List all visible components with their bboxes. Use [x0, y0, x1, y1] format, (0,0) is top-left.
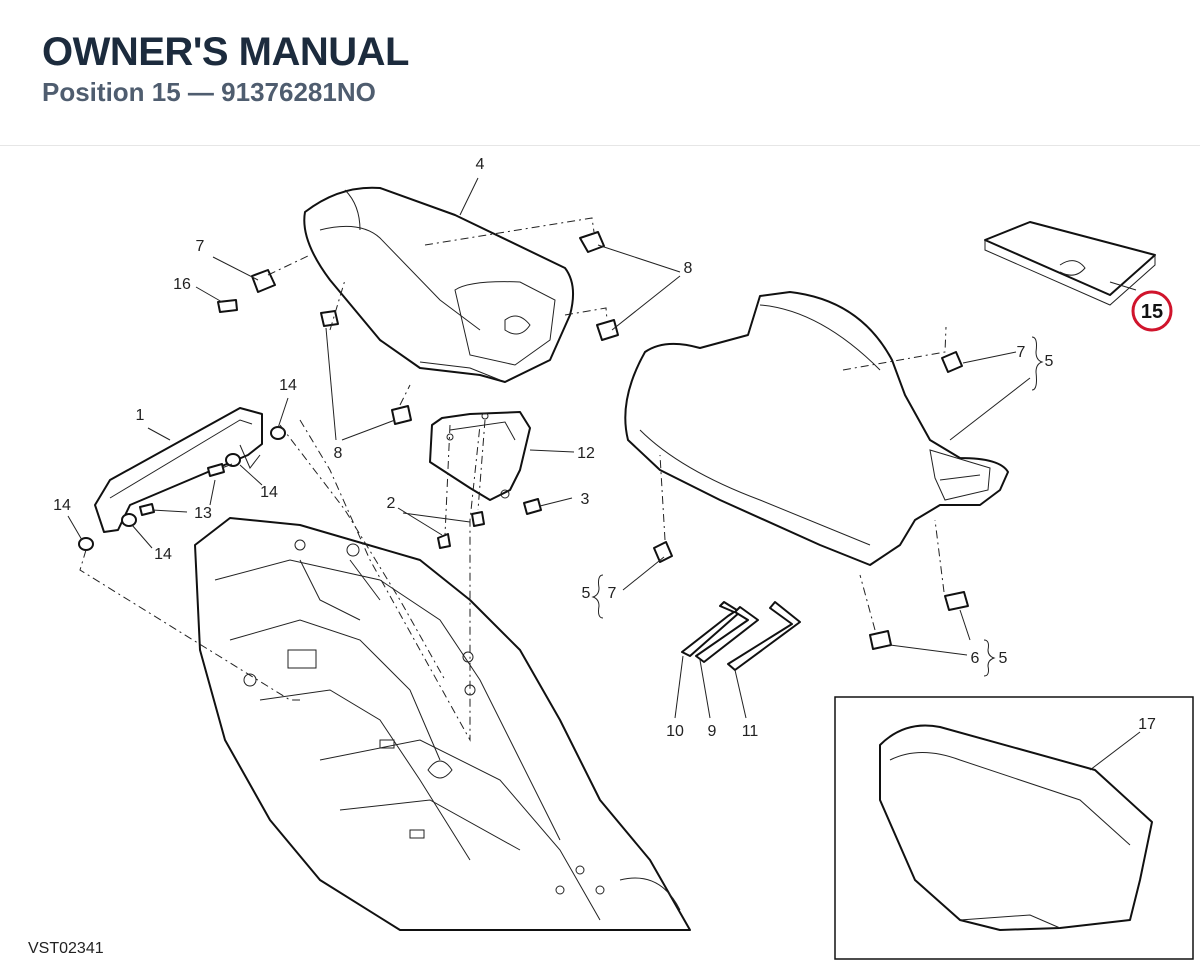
callout-14-a: 14 — [279, 377, 297, 394]
rider-seat-pads — [869, 591, 969, 650]
inset-panel — [834, 696, 1194, 960]
rubber-pads — [320, 231, 619, 425]
exploded-parts-diagram: 15 — [0, 146, 1200, 962]
callout-17: 17 — [1138, 716, 1156, 733]
drawing-code: VST02341 — [28, 940, 104, 957]
allen-keys — [681, 601, 801, 671]
position-15-marker: 15 — [1131, 290, 1173, 332]
callout-7-c: 7 — [608, 585, 617, 602]
passenger-seat-cover — [303, 186, 575, 383]
page-header: OWNER'S MANUAL Position 15 — 91376281NO — [0, 0, 1200, 146]
page-subtitle: Position 15 — 91376281NO — [42, 77, 376, 107]
callout-2: 2 — [387, 495, 396, 512]
assembly-lines — [79, 217, 947, 742]
callout-14-b: 14 — [260, 484, 278, 501]
callout-15: 15 — [1141, 301, 1163, 323]
callout-13: 13 — [194, 505, 212, 522]
callout-3: 3 — [581, 491, 590, 508]
owners-manual-booklet — [984, 221, 1156, 306]
callout-5-c: 5 — [999, 650, 1008, 667]
callout-8-a: 8 — [684, 260, 693, 277]
page-title: OWNER'S MANUAL — [42, 30, 409, 74]
callout-11: 11 — [742, 723, 759, 740]
callout-16: 16 — [173, 276, 191, 293]
callout-14-c: 14 — [53, 497, 71, 514]
rider-seat — [624, 291, 1009, 566]
callout-5-b: 5 — [582, 585, 591, 602]
grouping-braces — [591, 336, 1044, 677]
passenger-grab-handle — [94, 407, 263, 533]
callout-7-b: 7 — [1017, 344, 1026, 361]
callout-6: 6 — [971, 650, 980, 667]
callout-7-a: 7 — [196, 238, 205, 255]
tail-frame — [194, 517, 691, 931]
callout-leaders — [67, 177, 1141, 771]
handle-fasteners — [78, 426, 286, 551]
callout-5-a: 5 — [1045, 353, 1054, 370]
rider-seat-clips — [653, 351, 963, 563]
callout-14-d: 14 — [154, 546, 172, 563]
bracket-screws — [437, 498, 542, 549]
callout-1: 1 — [136, 407, 145, 424]
callout-8-b: 8 — [334, 445, 343, 462]
callout-12: 12 — [577, 445, 595, 462]
callout-labels: 4 7 16 8 14 1 14 13 14 14 8 2 3 12 7 5 5… — [53, 156, 1156, 740]
callout-9: 9 — [708, 723, 717, 740]
callout-10: 10 — [666, 723, 684, 740]
seat-clips-left — [217, 269, 276, 313]
seat-bracket — [429, 411, 531, 501]
callout-4: 4 — [476, 156, 485, 173]
